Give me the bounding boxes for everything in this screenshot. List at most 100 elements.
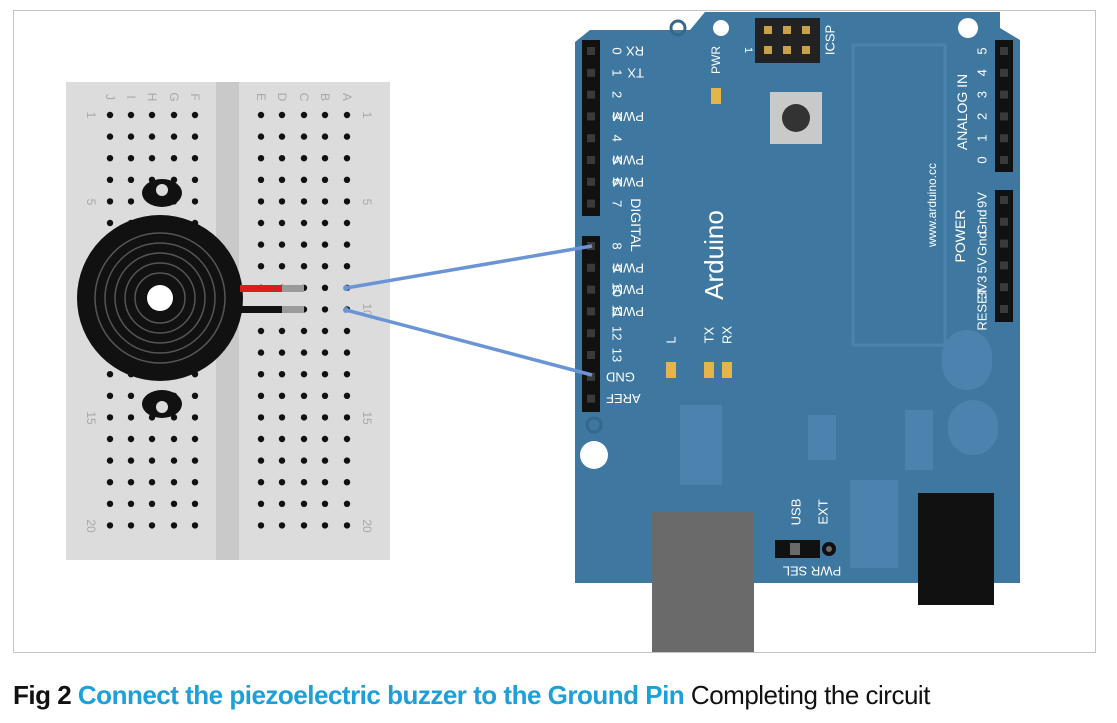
figure-caption: Fig 2 Connect the piezoelectric buzzer t… <box>13 680 930 711</box>
breadboard-hole <box>300 479 308 486</box>
breadboard-hole <box>127 155 135 162</box>
breadboard-hole <box>106 500 114 507</box>
breadboard-hole <box>343 522 351 529</box>
buzzer-lead-negative-tip <box>282 306 304 313</box>
breadboard-hole <box>257 435 265 443</box>
breadboard-hole <box>278 111 286 119</box>
header-pin <box>587 199 595 208</box>
breadboard-row-label: 15 <box>360 411 374 425</box>
breadboard-hole <box>191 457 199 464</box>
header-pin <box>1000 47 1008 55</box>
usb-port <box>652 512 754 652</box>
ext-select-label: EXT <box>816 499 831 524</box>
breadboard-hole <box>278 327 286 335</box>
breadboard-hole <box>278 392 286 399</box>
breadboard-hole <box>106 219 114 227</box>
digital-pin-tag: TX <box>627 65 644 80</box>
digital-pin-label: GND <box>606 369 635 384</box>
breadboard-hole <box>300 155 308 162</box>
digital-header-bottom <box>582 236 600 412</box>
breadboard-hole <box>278 371 286 378</box>
digital-pin-tag: PWM <box>612 174 644 189</box>
mounting-hole <box>958 18 978 38</box>
header-pin <box>1000 261 1008 270</box>
breadboard-column-label: G <box>167 92 181 101</box>
digital-pin-tag: RX <box>626 44 644 59</box>
pwr-sel-label: PWR SEL <box>783 564 842 579</box>
icsp-pin <box>802 26 810 34</box>
header-pin <box>1000 156 1008 164</box>
breadboard-hole <box>257 349 265 356</box>
led-label: RX <box>720 326 735 344</box>
header-pin <box>1000 68 1008 77</box>
header-pin <box>587 285 595 294</box>
breadboard-hole <box>343 176 351 183</box>
breadboard-hole <box>148 111 156 119</box>
header-pin <box>587 351 595 359</box>
breadboard-hole <box>170 435 178 443</box>
power-jack <box>918 493 994 605</box>
breadboard-hole <box>106 414 114 421</box>
breadboard-row-label: 1 <box>360 112 374 119</box>
breadboard-row-label: 1 <box>84 112 98 119</box>
digital-pin-label: 8 <box>610 242 625 249</box>
pwr-led <box>711 88 721 104</box>
header-pin <box>587 90 595 99</box>
breadboard-hole <box>343 392 351 399</box>
header-pin <box>587 263 595 272</box>
breadboard-hole <box>321 111 329 119</box>
figure-label: Fig 2 <box>13 680 72 710</box>
breadboard-hole <box>106 371 114 378</box>
digital-pin-tag: PWM <box>612 282 644 297</box>
breadboard-hole <box>191 198 199 205</box>
breadboard-hole <box>343 371 351 378</box>
breadboard-hole <box>170 133 178 140</box>
breadboard-hole <box>321 371 329 378</box>
breadboard-hole <box>300 133 308 140</box>
breadboard-hole <box>170 500 178 507</box>
breadboard-hole <box>106 176 114 183</box>
led-tx <box>704 362 714 378</box>
breadboard-hole <box>148 155 156 162</box>
breadboard-hole <box>300 349 308 356</box>
breadboard-hole <box>170 522 178 529</box>
breadboard-hole <box>343 500 351 507</box>
breadboard-column-label: C <box>297 93 311 102</box>
breadboard-hole <box>278 133 286 140</box>
breadboard-hole <box>278 522 286 529</box>
capacitor <box>942 330 992 390</box>
header-pin <box>587 329 595 338</box>
breadboard-hole <box>321 500 329 507</box>
breadboard-hole <box>106 435 114 443</box>
breadboard-hole <box>343 435 351 443</box>
breadboard-hole <box>106 392 114 399</box>
breadboard-hole <box>191 392 199 399</box>
pwr-led-label: PWR <box>709 46 723 74</box>
breadboard-hole <box>257 133 265 140</box>
icsp-pin <box>764 26 772 34</box>
breadboard-hole <box>257 327 265 335</box>
power-pin-label: RESET <box>975 287 990 330</box>
breadboard-hole <box>127 133 135 140</box>
breadboard-hole <box>343 241 351 248</box>
header-pin <box>587 177 595 186</box>
breadboard-hole <box>300 327 308 335</box>
buzzer-center-hole <box>147 285 173 311</box>
breadboard-column-label: B <box>318 93 332 101</box>
breadboard-hole <box>257 176 265 183</box>
breadboard-hole <box>257 500 265 507</box>
header-pin <box>1000 217 1008 226</box>
breadboard-hole <box>191 522 199 529</box>
breadboard-hole <box>300 241 308 248</box>
component <box>808 415 836 460</box>
breadboard-column-label: I <box>124 95 138 98</box>
breadboard-hole <box>343 479 351 486</box>
analog-pin-label: 1 <box>975 135 990 142</box>
breadboard-hole <box>257 241 265 248</box>
capacitor <box>948 400 998 455</box>
breadboard-hole <box>170 111 178 119</box>
component <box>905 410 933 470</box>
breadboard-hole <box>300 176 308 183</box>
